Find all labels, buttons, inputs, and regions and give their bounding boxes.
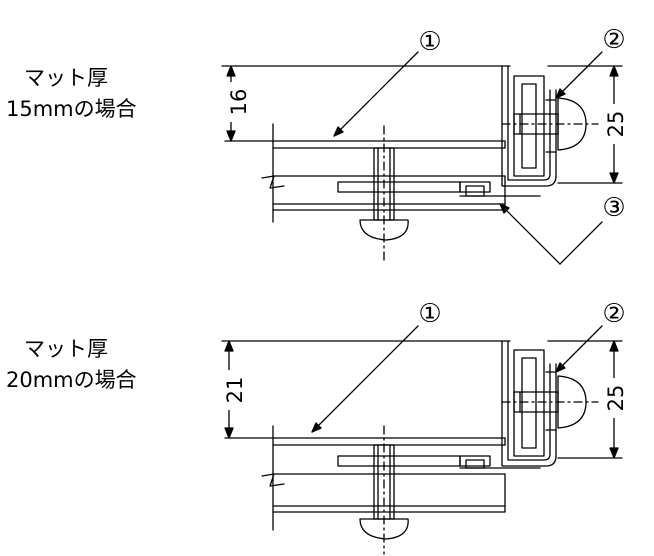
section2-bolt [359,425,409,555]
section1-callout-2-text: ② [602,25,625,55]
section2-dim-right: 25 [547,340,628,459]
section2-callout-1-text: ① [418,299,441,329]
section1-bolt [359,125,409,261]
section2-mat [261,425,541,531]
section1-mat [261,123,541,223]
section1-label-line2: 15mmの場合 [6,97,137,121]
section2-dim-left-text: 21 [223,377,247,404]
section1-dim-right: 25 [547,65,628,184]
section2-label-line2: 20mmの場合 [6,368,137,392]
section1-dim-right-text: 25 [604,111,628,138]
section1-drawing: 16 [220,25,628,265]
section2-label-line1: マット厚 [24,337,108,361]
section2-dim-right-text: 25 [604,385,628,412]
section1-label-line1: マット厚 [24,66,108,90]
section2-callout-2: ② [555,299,626,373]
section1-callout-3-text: ③ [602,193,625,223]
section2-bracket [501,340,599,467]
section2-callout-1: ① [311,299,442,433]
section1-callout-1-text: ① [418,27,441,57]
section1-dim-left: 16 [220,65,511,142]
section1-callout-3: ③ [499,193,626,265]
section2-drawing: 21 [218,299,628,555]
section1-dim-left-text: 16 [227,89,251,116]
section2-callout-2-text: ② [602,299,625,329]
section1-callout-1: ① [333,27,442,137]
section1-bracket [501,65,599,187]
section2-dim-left: 21 [218,340,511,439]
section1-callout-2: ② [555,25,626,99]
